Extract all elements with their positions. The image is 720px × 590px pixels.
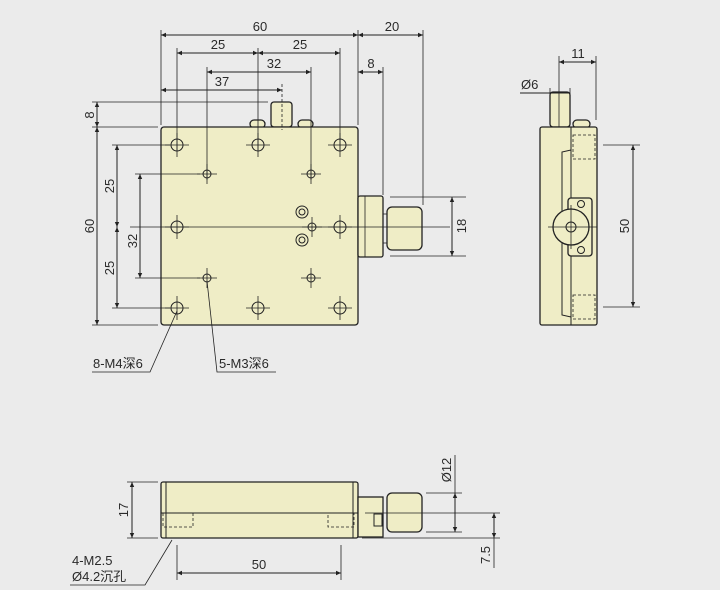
dim-pitch-a2: 25: [293, 37, 307, 52]
label-m3-holes: 5-M3深6: [219, 356, 269, 371]
dim-axis-height: 7.5: [478, 546, 493, 564]
top-pin: [270, 101, 293, 128]
lock-screw: [295, 233, 309, 247]
side-view: 11 Ø6 50: [520, 46, 640, 326]
side-pin: [549, 91, 571, 128]
dim-pitch-v2: 25: [102, 261, 117, 275]
dim-collar: 8: [367, 56, 374, 71]
dim-pitch-v1: 25: [102, 179, 117, 193]
micrometer-knob: [386, 206, 423, 251]
front-knob: [386, 492, 423, 533]
dim-knob-offset: 37: [215, 74, 229, 89]
dim-side-pitch: 50: [617, 219, 632, 233]
stage-plate: [160, 126, 359, 326]
dim-width: 60: [253, 19, 267, 34]
dim-pin-dia: Ø6: [521, 77, 538, 92]
dim-pitch-v3: 32: [125, 234, 140, 248]
dim-height: 60: [82, 219, 97, 233]
front-view: 17 Ø12 7.5 50 4-M2.5 Ø4.2沉孔: [70, 455, 500, 586]
dim-front-knob-dia: Ø12: [439, 458, 454, 483]
dim-pitch-b: 32: [267, 56, 281, 71]
label-m4-holes: 8-M4深6: [93, 356, 143, 371]
dim-front-pitch: 50: [252, 557, 266, 572]
label-m25-holes: 4-M2.5: [72, 553, 112, 568]
top-view: 60 20 25 25 32 37 8 8 60 25 25: [82, 19, 469, 373]
dim-side-offset: 11: [571, 46, 585, 61]
dim-knob-dia: 18: [454, 219, 469, 233]
dim-pitch-a1: 25: [211, 37, 225, 52]
front-shaft: [357, 496, 384, 538]
m4-hole: [246, 296, 270, 320]
label-counterbore: Ø4.2沉孔: [72, 569, 126, 584]
lock-screw: [295, 205, 309, 219]
m4-hole: [328, 296, 352, 320]
dim-top-height: 8: [82, 111, 97, 118]
knob-collar: [357, 195, 384, 258]
dim-knob-extent: 20: [385, 19, 399, 34]
front-body: [160, 481, 359, 539]
m3-hole: [301, 268, 321, 288]
dim-front-height: 17: [116, 503, 131, 517]
